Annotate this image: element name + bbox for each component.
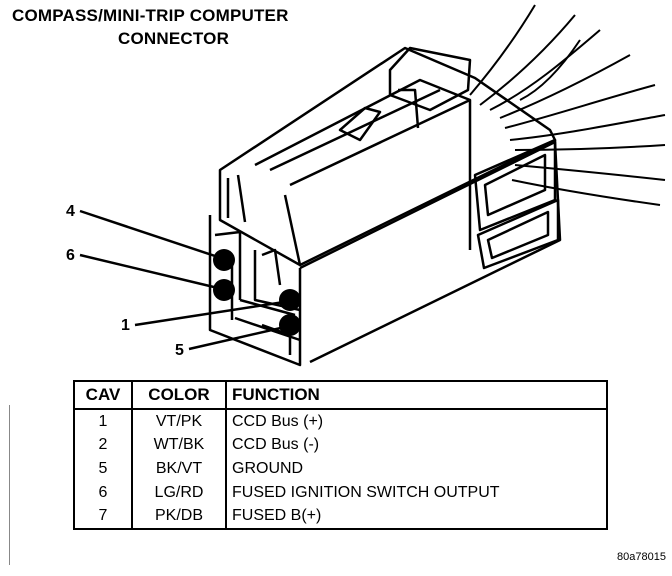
cell-color: LG/RD	[132, 480, 227, 505]
cavity-dots	[213, 249, 301, 336]
cell-function: FUSED IGNITION SWITCH OUTPUT	[232, 483, 500, 501]
cavity-1-dot	[279, 289, 301, 311]
cell-color: BK/VT	[132, 457, 227, 481]
cavity-5-dot	[279, 314, 301, 336]
table-header-row: CAV COLOR FUNCTION	[74, 381, 607, 410]
column-header-function: FUNCTION	[226, 381, 607, 410]
cell-cav: 5	[74, 457, 133, 481]
pin-label-6: 6	[66, 247, 75, 264]
cell-cav: 6	[74, 480, 133, 505]
table-row: 7 PK/DB FUSED B(+)	[74, 504, 607, 529]
cell-color: VT/PK	[132, 409, 227, 434]
table-row: 2 WT/BK CCD Bus (-)	[74, 433, 607, 458]
pinout-table: CAV COLOR FUNCTION 1 VT/PK CCD Bus (+) 2…	[73, 380, 608, 530]
cell-function: FUSED B(+)	[232, 507, 322, 525]
wire-harness	[469, 4, 666, 206]
margin-rule	[9, 405, 10, 565]
cell-function: CCD Bus (+)	[232, 412, 324, 430]
diagram-title-line2: CONNECTOR	[118, 29, 230, 48]
pin-label-4: 4	[66, 203, 75, 220]
cell-color: WT/BK	[132, 433, 227, 458]
pin-label-1: 1	[121, 317, 130, 334]
figure-code: 80a78015	[617, 551, 666, 563]
connector-housing	[208, 46, 562, 367]
leader-lines	[79, 209, 286, 351]
table-row: 6 LG/RD FUSED IGNITION SWITCH OUTPUT	[74, 480, 607, 505]
cavity-4-dot	[213, 249, 235, 271]
table-row: 1 VT/PK CCD Bus (+)	[74, 409, 607, 434]
cell-function: CCD Bus (-)	[232, 436, 320, 454]
table-row: 5 BK/VT GROUND	[74, 457, 607, 481]
cell-cav: 7	[74, 504, 133, 529]
diagram-title: COMPASS/MINI-TRIP COMPUTER	[12, 6, 289, 25]
cell-cav: 2	[74, 433, 133, 458]
cell-function: GROUND	[232, 459, 304, 477]
column-header-color: COLOR	[132, 381, 227, 410]
cell-cav: 1	[74, 409, 133, 434]
cavity-6-dot	[213, 279, 235, 301]
pin-label-5: 5	[175, 342, 184, 359]
connector-illustration	[79, 4, 666, 367]
column-header-cav: CAV	[74, 381, 133, 410]
cell-color: PK/DB	[132, 504, 227, 529]
